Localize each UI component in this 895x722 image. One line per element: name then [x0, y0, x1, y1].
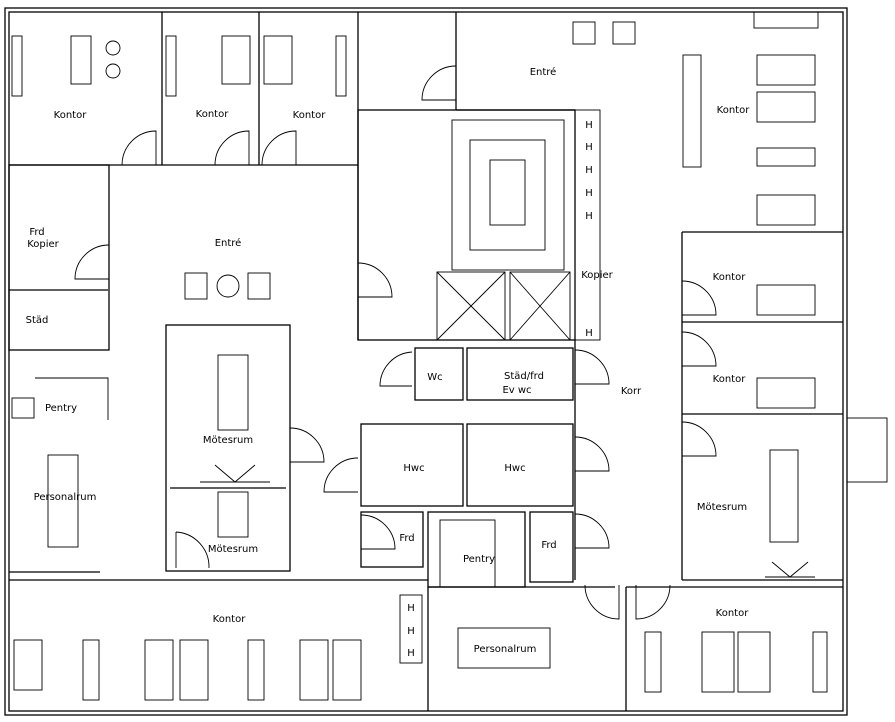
room-label-stad: Städ: [26, 315, 49, 326]
shaft-h: H: [585, 328, 593, 339]
room-label-entre: Entré: [530, 66, 557, 78]
furniture: [11, 21, 828, 701]
room-label-korr: Korr: [621, 386, 642, 397]
room-label-kontor: Kontor: [54, 110, 88, 121]
room-label-motesrum: Mötesrum: [697, 502, 747, 513]
room-label-entre: Entré: [215, 237, 242, 249]
shaft-markers: H H H H H H H H H: [407, 120, 593, 659]
room-label-ev-wc: Ev wc: [502, 385, 531, 396]
room-label-kontor: Kontor: [713, 272, 747, 283]
interior-walls: [8, 12, 843, 711]
room-label-motesrum: Mötesrum: [203, 435, 253, 446]
room-label-kontor: Kontor: [196, 109, 230, 120]
room-label-motesrum: Mötesrum: [208, 544, 258, 555]
room-label-personalrum: Personalrum: [34, 492, 97, 503]
room-label-hwc: Hwc: [403, 463, 424, 474]
room-label-pentry: Pentry: [463, 554, 495, 565]
shaft-h: H: [585, 120, 593, 131]
room-labels: Kontor Kontor Kontor Entré Kontor Frd Ko…: [26, 66, 751, 655]
shaft-h: H: [585, 211, 593, 222]
room-label-kopier: Kopier: [581, 270, 613, 281]
room-label-pentry: Pentry: [45, 403, 77, 414]
room-label-frd: Frd: [541, 540, 556, 551]
room-label-kontor: Kontor: [717, 105, 751, 116]
shaft-h: H: [585, 165, 593, 176]
room-label-stad-frd: Städ/frd: [504, 371, 544, 382]
room-label-frd: Frd: [29, 227, 44, 238]
shaft-h: H: [407, 603, 415, 614]
room-label-frd: Frd: [399, 533, 414, 544]
outer-walls: [4, 7, 888, 716]
shaft-h: H: [585, 142, 593, 153]
room-label-hwc: Hwc: [504, 463, 525, 474]
room-label-kontor: Kontor: [213, 614, 247, 625]
shaft-h: H: [585, 188, 593, 199]
doors: [74, 65, 717, 620]
shaft-h: H: [407, 648, 415, 659]
room-label-kopier: Kopier: [27, 239, 59, 250]
room-label-kontor: Kontor: [293, 110, 327, 121]
shaft-h: H: [407, 626, 415, 637]
room-label-personalrum: Personalrum: [474, 644, 537, 655]
room-label-kontor: Kontor: [716, 608, 750, 619]
room-label-wc: Wc: [427, 372, 442, 383]
room-label-kontor: Kontor: [713, 374, 747, 385]
